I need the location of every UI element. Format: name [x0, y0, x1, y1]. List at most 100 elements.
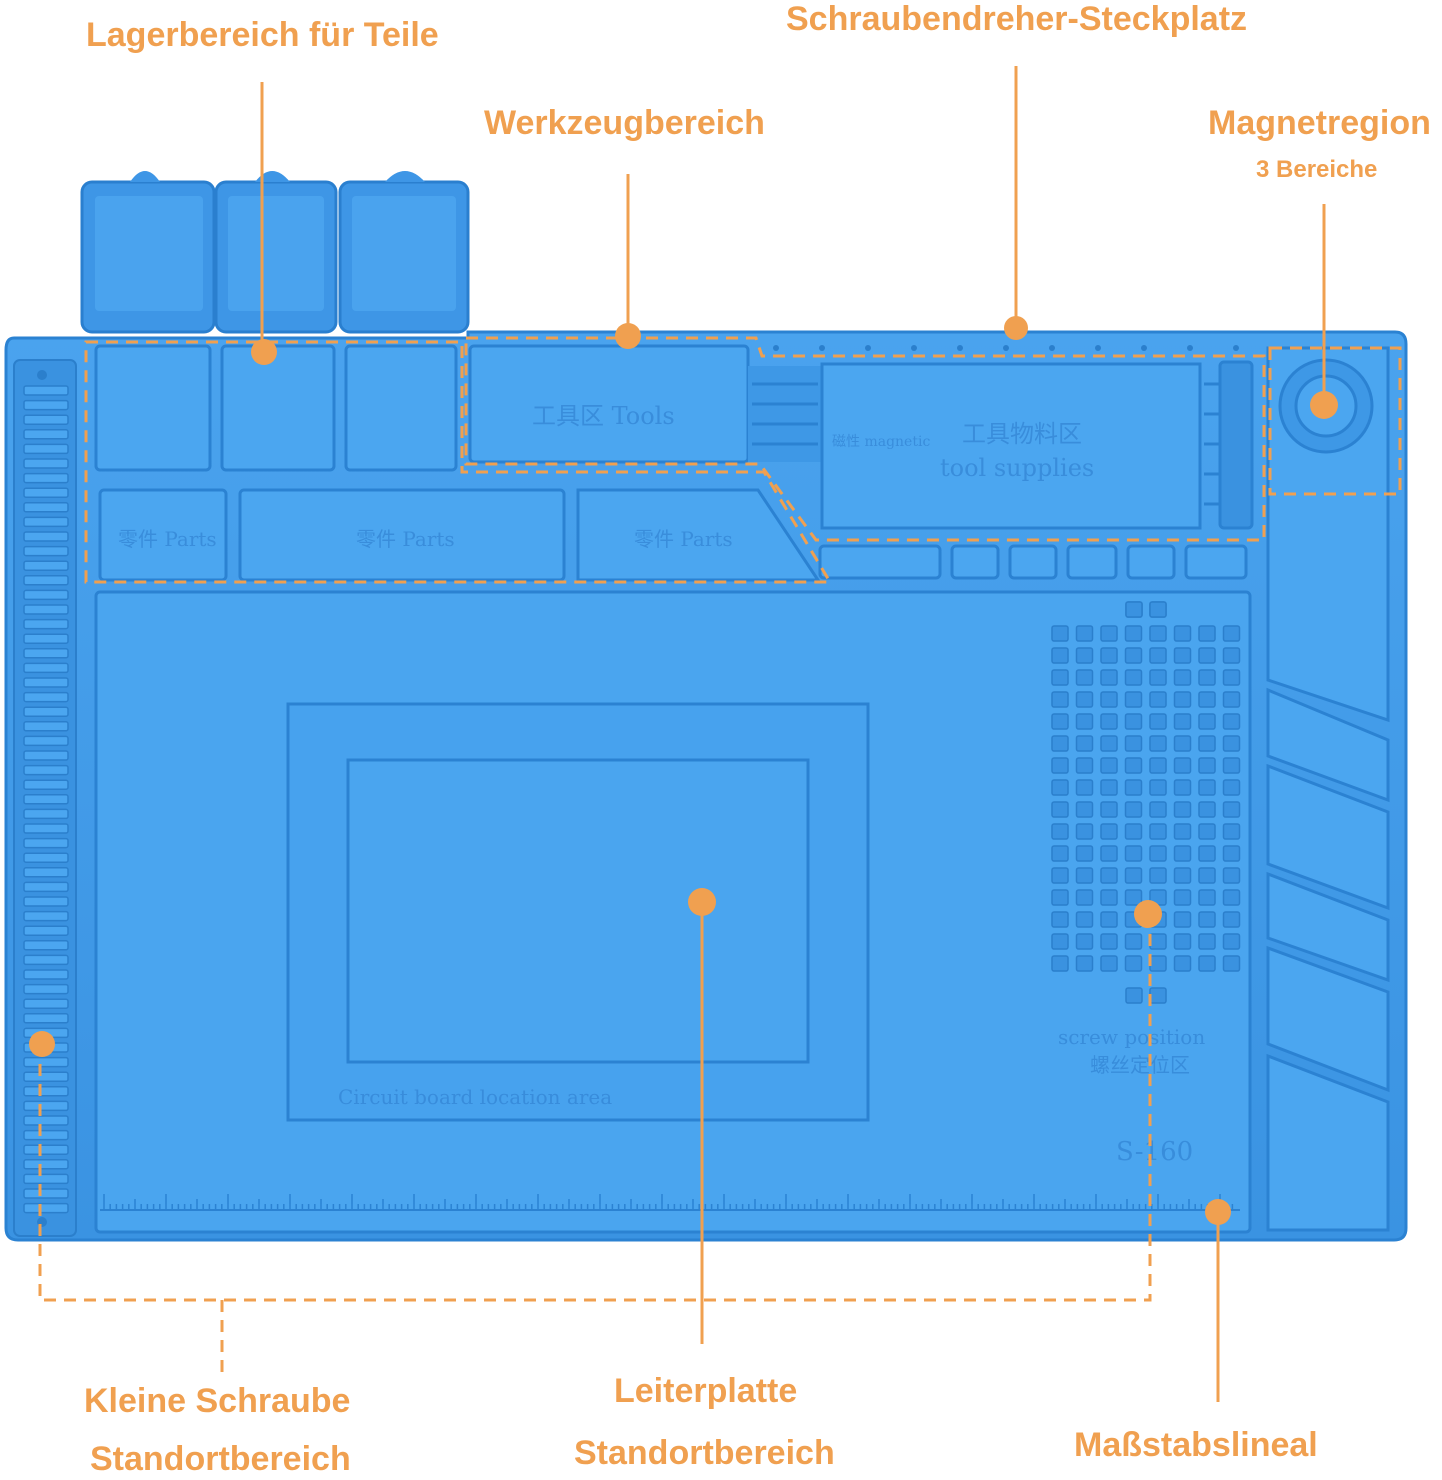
screw-cell: [1173, 889, 1192, 906]
screwdriver-hole: [1049, 345, 1055, 351]
screw-cell: [1100, 823, 1118, 840]
screw-cell: [1222, 735, 1241, 752]
screw-cell: [1173, 669, 1192, 686]
screw-cell: [1075, 735, 1094, 752]
screw-cell: [1222, 823, 1241, 840]
screw-cell: [1222, 933, 1241, 950]
screw-slot: [23, 1071, 69, 1082]
callout-pcb-line2: Standortbereich: [574, 1434, 835, 1472]
screwdriver-hole: [1141, 345, 1147, 351]
screw-slot: [23, 399, 69, 411]
screw-cell: [1051, 955, 1069, 972]
screw-slot: [23, 779, 69, 790]
screw-cell: [1051, 889, 1069, 906]
mat-label-tools: 工具区 Tools: [532, 402, 675, 430]
screw-cell: [1124, 867, 1143, 884]
screw-cell: [1198, 801, 1216, 818]
screw-cell: [1051, 911, 1069, 928]
screw-cell: [1124, 889, 1143, 906]
screw-slot: [23, 560, 69, 571]
screw-slot: [23, 764, 69, 776]
mat-label-parts-2: 零件 Parts: [356, 527, 455, 551]
small-slots: [818, 544, 1248, 580]
screwdriver-hole: [1233, 345, 1239, 351]
screw-cell: [1124, 713, 1143, 730]
part-compartments: [94, 344, 821, 582]
screw-strip: [13, 359, 77, 1237]
screw-slot: [23, 837, 69, 849]
screw-slot: [23, 429, 69, 440]
screw-slot: [23, 940, 69, 951]
screw-slot: [23, 531, 69, 542]
screw-cell: [1100, 691, 1118, 708]
screw-cell: [1075, 779, 1094, 796]
screw-cell: [1222, 669, 1241, 686]
screw-cell: [1173, 801, 1192, 818]
screw-slot: [23, 1173, 69, 1185]
screwdriver-hole: [819, 345, 825, 351]
screw-slot: [23, 1159, 69, 1170]
screw-cell: [1222, 889, 1241, 906]
screw-cell: [1051, 625, 1069, 642]
screw-cell: [1198, 713, 1216, 730]
screw-cell: [1125, 601, 1143, 618]
screw-cell: [1173, 625, 1192, 642]
screw-cell: [1100, 757, 1118, 774]
screw-cell: [1100, 867, 1118, 884]
screw-cell: [1222, 911, 1241, 928]
screw-slot: [23, 925, 69, 936]
screw-slot: [23, 881, 69, 893]
screw-cell: [1100, 955, 1118, 972]
screwdriver-hole: [773, 345, 779, 351]
screw-cell: [1149, 987, 1167, 1004]
screw-cell: [1051, 757, 1069, 774]
screw-slot: [23, 545, 69, 557]
screw-cell: [1173, 823, 1192, 840]
mat-label-tool-supplies-cn: 工具物料区: [962, 420, 1082, 448]
screw-cell: [1173, 845, 1192, 862]
screw-cell: [1100, 801, 1118, 818]
screw-cell: [1149, 601, 1167, 618]
screw-slot: [23, 794, 69, 805]
screw-cell: [1198, 845, 1216, 862]
screw-slot: [23, 750, 69, 761]
screw-cell: [1124, 625, 1143, 642]
screw-cell: [1075, 823, 1094, 840]
screw-cell: [1100, 845, 1118, 862]
screw-cell: [1100, 911, 1118, 928]
callout-magnet-region: Magnetregion: [1208, 104, 1431, 142]
screw-cell: [1149, 801, 1167, 818]
screw-slot: [23, 472, 69, 484]
screw-slot: [23, 516, 69, 528]
screw-slot: [23, 1115, 69, 1126]
screw-cell: [1075, 647, 1094, 664]
callout-screwdriver-slot: Schraubendreher-Steckplatz: [786, 0, 1248, 38]
screw-cell: [1075, 889, 1094, 906]
screw-slot: [23, 385, 69, 396]
screw-cell: [1075, 845, 1094, 862]
screw-cell: [1222, 647, 1241, 664]
screw-slot: [23, 618, 69, 630]
screw-cell: [1222, 625, 1241, 642]
screw-slot: [23, 808, 69, 820]
screw-slot: [23, 969, 69, 980]
screw-cell: [1100, 933, 1118, 950]
screw-cell: [1075, 691, 1094, 708]
callout-dots: [29, 316, 1338, 1225]
screw-cell: [1149, 735, 1167, 752]
screw-cell: [1198, 669, 1216, 686]
screw-cell: [1075, 669, 1094, 686]
screw-slot: [23, 1056, 69, 1068]
screw-cell: [1173, 735, 1192, 752]
screw-cell: [1075, 933, 1094, 950]
screw-cell: [1075, 757, 1094, 774]
screw-cell: [1222, 757, 1241, 774]
screw-cell: [1100, 779, 1118, 796]
screw-cell: [1149, 779, 1167, 796]
mat-label-magnetic: 磁性 magnetic: [832, 434, 930, 450]
callout-scale-ruler: Maßstabslineal: [1074, 1426, 1318, 1464]
screw-slot: [23, 1144, 69, 1155]
screw-cell: [1149, 757, 1167, 774]
screw-cell: [1051, 735, 1069, 752]
